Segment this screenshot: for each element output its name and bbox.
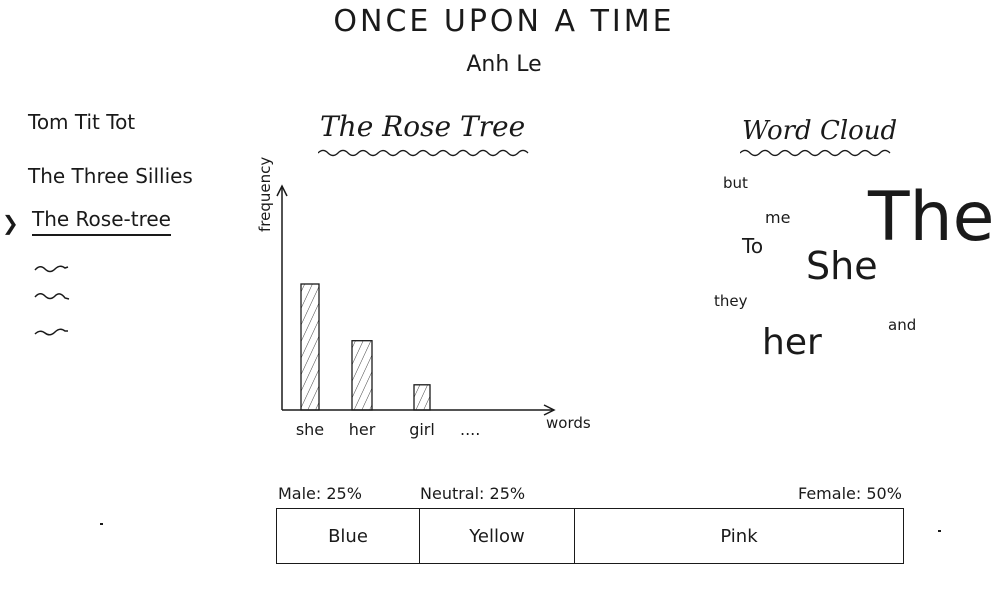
chevron-right-icon: ❯ — [2, 211, 19, 235]
bar-girl[interactable] — [413, 384, 431, 411]
placeholder-item[interactable] — [34, 262, 70, 274]
title-underline — [318, 149, 529, 157]
sidebar-item-rose-tree[interactable]: The Rose-tree — [32, 207, 171, 236]
bar-she[interactable] — [300, 283, 320, 411]
bar-group: she her girl — [296, 283, 435, 439]
gender-distribution-bar: Blue Yellow Pink — [276, 508, 904, 564]
cloud-word[interactable]: The — [868, 178, 995, 257]
x-tick-ellipsis: .... — [460, 420, 480, 439]
bar-her[interactable] — [351, 340, 373, 411]
placeholder-item[interactable] — [34, 290, 70, 302]
neutral-percentage-label: Neutral: 25% — [420, 484, 526, 503]
cloud-word[interactable]: To — [742, 234, 764, 258]
cloud-word[interactable]: they — [714, 292, 748, 310]
word-cloud-title: Word Cloud — [742, 116, 898, 146]
stray-mark — [938, 530, 941, 532]
cloud-word[interactable]: She — [806, 244, 878, 288]
male-percentage-label: Male: 25% — [278, 484, 362, 503]
author-name: Anh Le — [466, 52, 542, 77]
sidebar-item-tom-tit-tot[interactable]: Tom Tit Tot — [28, 110, 136, 134]
neutral-segment[interactable]: Yellow — [420, 509, 575, 563]
x-axis-label: words — [546, 414, 591, 432]
y-axis-label: frequency — [256, 157, 274, 232]
title-underline — [740, 149, 891, 157]
app-title: ONCE UPON A TIME — [333, 4, 675, 39]
y-axis-arrow — [276, 184, 288, 197]
placeholder-item[interactable] — [34, 326, 70, 338]
sidebar-item-three-sillies[interactable]: The Three Sillies — [28, 164, 193, 188]
word-frequency-chart: frequency words .... she her girl — [256, 157, 591, 439]
female-segment[interactable]: Pink — [720, 525, 758, 547]
x-tick-her: her — [349, 420, 376, 439]
cloud-word[interactable]: and — [888, 316, 917, 334]
cloud-word[interactable]: her — [762, 322, 822, 363]
x-tick-she: she — [296, 420, 324, 439]
chart-title: The Rose Tree — [320, 110, 526, 143]
stray-mark — [100, 523, 103, 525]
x-tick-girl: girl — [409, 420, 435, 439]
female-percentage-label: Female: 50% — [798, 484, 902, 503]
male-segment[interactable]: Blue — [277, 509, 420, 563]
x-axis-arrow — [543, 404, 556, 416]
cloud-word[interactable]: me — [765, 208, 791, 227]
cloud-word[interactable]: but — [723, 174, 748, 192]
